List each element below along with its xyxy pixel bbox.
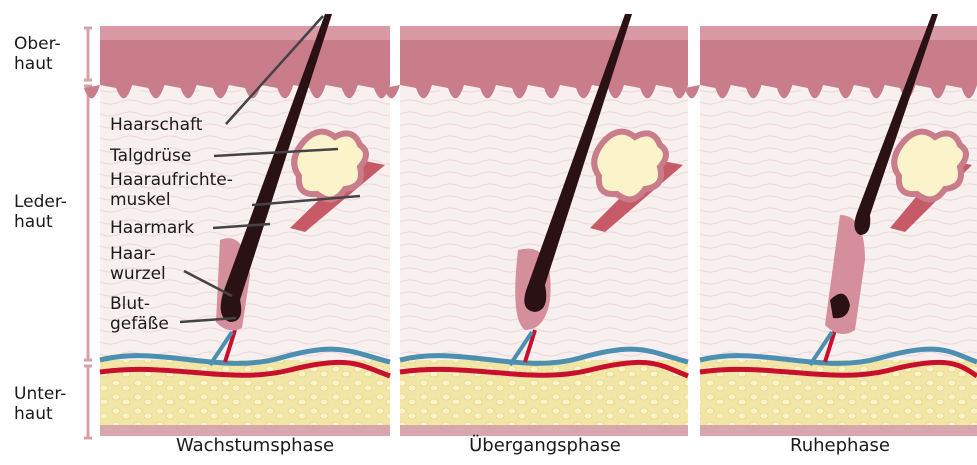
callout-blood-vessels: Blut- gefäße	[110, 294, 169, 334]
caption-phase-1: Wachstumsphase	[110, 435, 400, 456]
label-epidermis: Ober- haut	[14, 34, 61, 74]
label-dermis: Leder- haut	[14, 192, 67, 232]
callout-medulla: Haarmark	[110, 218, 194, 238]
caption-phase-3: Ruhephase	[695, 435, 977, 456]
callout-hair-shaft: Haarschaft	[110, 115, 202, 135]
caption-phase-2: Übergangsphase	[400, 435, 690, 456]
callout-arrector-muscle: Haaraufrichte- muskel	[110, 170, 233, 210]
callout-hair-root: Haar- wurzel	[110, 244, 166, 284]
callout-sebaceous-gland: Talgdrüse	[110, 146, 191, 166]
label-subcutis: Unter- haut	[14, 384, 66, 424]
panel-2	[384, 14, 688, 436]
panel-3	[685, 14, 977, 436]
